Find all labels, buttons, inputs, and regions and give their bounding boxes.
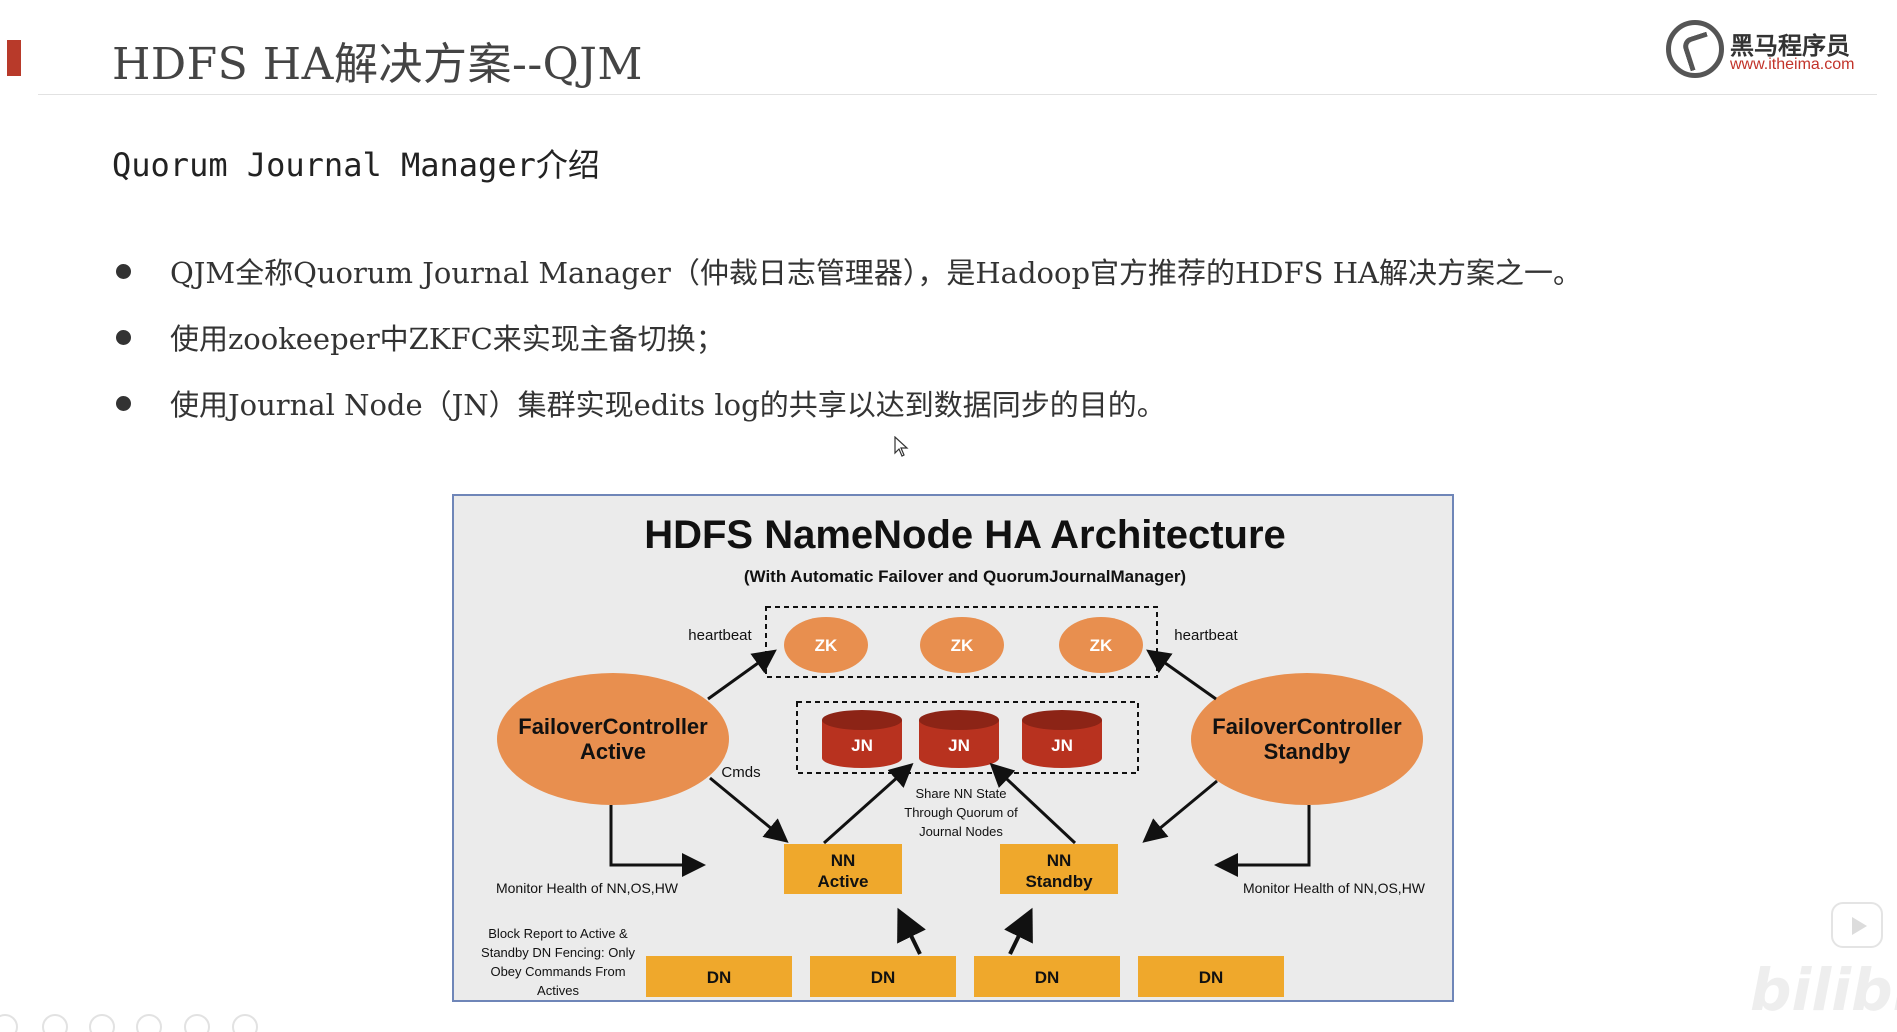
ha-architecture-diagram: HDFS NameNode HA Architecture (With Auto… <box>452 494 1454 1002</box>
pen-icon[interactable] <box>89 1014 115 1032</box>
monitor-health-label-left: Monitor Health of NN,OS,HW <box>496 880 679 896</box>
horse-logo-icon <box>1666 20 1724 78</box>
zk-label: ZK <box>815 636 838 655</box>
slides-icon[interactable] <box>136 1014 162 1032</box>
slide-title: HDFS HA解决方案--QJM <box>112 39 643 90</box>
namenode-active <box>784 844 902 894</box>
section-subtitle: Quorum Journal Manager介绍 <box>112 146 600 184</box>
zk-node <box>1059 617 1143 673</box>
dn-label: DN <box>1199 968 1224 987</box>
bullet-item: 使用Journal Node（JN）集群实现edits log的共享以达到数据同… <box>112 382 1582 448</box>
fc-standby-line2: Standby <box>1264 739 1352 764</box>
datanode <box>810 956 956 997</box>
nn-active-line1: NN <box>831 851 856 870</box>
nn-active-to-jn-arrow <box>823 763 914 845</box>
jn-label: JN <box>1051 736 1073 755</box>
play-icon[interactable] <box>1831 902 1883 948</box>
datanode <box>974 956 1120 997</box>
bullet-dot-icon <box>116 396 131 411</box>
dn-label: DN <box>871 968 896 987</box>
jn-node <box>822 710 902 768</box>
fc-active-line2: Active <box>580 739 646 764</box>
diagram-title: HDFS NameNode HA Architecture <box>644 513 1286 557</box>
zk-label: ZK <box>951 636 974 655</box>
share-state-line3: Journal Nodes <box>919 824 1003 839</box>
block-report-line4: Actives <box>537 983 579 998</box>
logo-url: www.itheima.com <box>1730 56 1855 73</box>
title-divider <box>38 94 1877 95</box>
dn-label: DN <box>1035 968 1060 987</box>
jn-label: JN <box>948 736 970 755</box>
monitor-health-label-right: Monitor Health of NN,OS,HW <box>1243 880 1426 896</box>
itheima-logo: 黑马程序员 www.itheima.com <box>1666 18 1876 78</box>
fc-standby-line1: FailoverController <box>1212 714 1402 739</box>
datanode <box>1138 956 1284 997</box>
share-state-line2: Through Quorum of <box>904 805 1018 820</box>
failover-controller-active <box>497 673 729 805</box>
slideshow-toolbar <box>0 1008 280 1032</box>
prev-icon[interactable] <box>0 1014 18 1032</box>
bullet-text: 使用zookeeper中ZKFC来实现主备切换； <box>170 322 725 356</box>
zk-node <box>920 617 1004 673</box>
zk-node <box>784 617 868 673</box>
zk-cluster-box <box>765 606 1158 678</box>
bullet-dot-icon <box>116 330 131 345</box>
mouse-cursor-icon <box>894 436 909 457</box>
jn-label: JN <box>851 736 873 755</box>
zoom-icon[interactable] <box>184 1014 210 1032</box>
diagram-subtitle: (With Automatic Failover and QuorumJourn… <box>744 567 1186 586</box>
monitor-health-arrow-right <box>1214 805 1311 877</box>
bullet-item: 使用zookeeper中ZKFC来实现主备切换； <box>112 316 1582 382</box>
jn-node <box>1022 710 1102 768</box>
dn-label: DN <box>707 968 732 987</box>
bilibili-watermark: bilibili <box>1750 956 1897 1024</box>
heartbeat-label-left: heartbeat <box>688 627 752 644</box>
logo-name: 黑马程序员 <box>1730 32 1850 60</box>
nn-standby-line1: NN <box>1047 851 1072 870</box>
standby-cmds-arrow <box>1142 779 1218 843</box>
nn-standby-line2: Standby <box>1025 872 1093 891</box>
nn-standby-to-jn-arrow <box>989 762 1077 845</box>
more-icon[interactable] <box>232 1014 258 1032</box>
bullet-text: QJM全称Quorum Journal Manager（仲裁日志管理器），是Ha… <box>170 256 1582 290</box>
block-report-line3: Obey Commands From <box>490 964 625 979</box>
block-report-line2: Standby DN Fencing: Only <box>481 945 635 960</box>
zk-label: ZK <box>1090 636 1113 655</box>
dn-to-nn-active-arrow <box>897 907 926 955</box>
heartbeat-label-right: heartbeat <box>1174 627 1238 644</box>
bullet-text: 使用Journal Node（JN）集群实现edits log的共享以达到数据同… <box>170 388 1166 422</box>
failover-controller-standby <box>1191 673 1423 805</box>
jn-node <box>919 710 999 768</box>
bullet-list: QJM全称Quorum Journal Manager（仲裁日志管理器），是Ha… <box>112 250 1582 448</box>
share-state-line1: Share NN State <box>915 786 1006 801</box>
bullet-item: QJM全称Quorum Journal Manager（仲裁日志管理器），是Ha… <box>112 250 1582 316</box>
cmds-arrow <box>709 776 789 843</box>
title-accent-bar <box>7 40 21 76</box>
fc-active-line1: FailoverController <box>518 714 708 739</box>
heartbeat-arrow-right <box>1146 649 1217 701</box>
dn-to-nn-standby-arrow <box>1004 907 1033 955</box>
monitor-health-arrow-left <box>609 805 706 877</box>
namenode-standby <box>1000 844 1118 894</box>
heartbeat-arrow-left <box>707 649 777 701</box>
bullet-dot-icon <box>116 264 131 279</box>
cmds-label: Cmds <box>721 764 760 781</box>
block-report-line1: Block Report to Active & <box>488 926 628 941</box>
next-icon[interactable] <box>42 1014 68 1032</box>
nn-active-line2: Active <box>817 872 868 891</box>
datanode <box>646 956 792 997</box>
